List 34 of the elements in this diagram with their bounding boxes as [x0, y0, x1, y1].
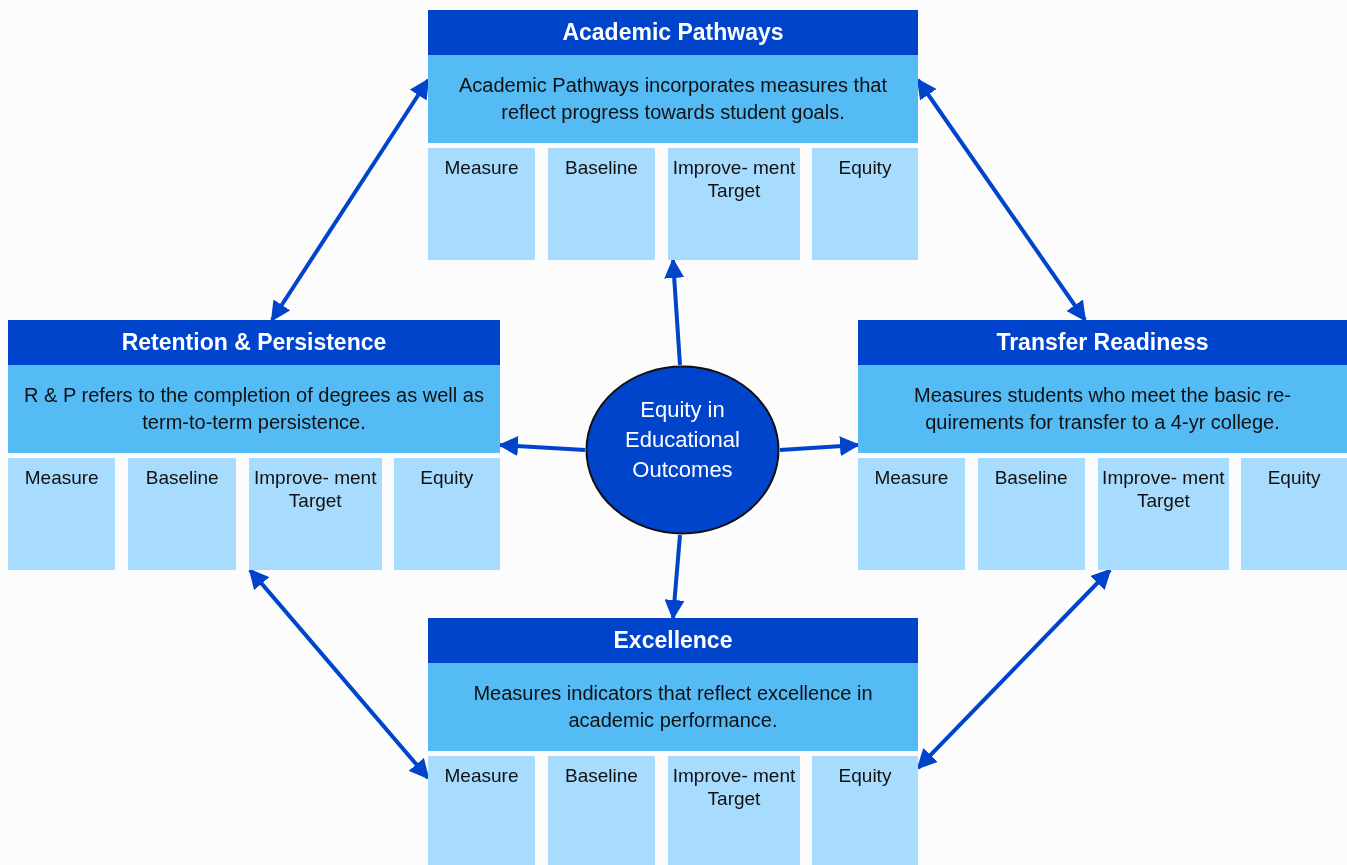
category-panel	[8, 320, 500, 570]
double-headed-arrow	[248, 568, 430, 780]
panel-description: Academic Pathways incorporates measures that reflect progress towards student goals.	[428, 55, 918, 143]
table-cell: Measure	[428, 756, 535, 865]
table-cell: Equity	[1241, 458, 1347, 570]
table-cell: Improve- ment Target	[248, 458, 382, 570]
table-cell: Measure	[8, 458, 116, 570]
table-cell: Improve- ment Target	[668, 756, 800, 865]
table-cell: Equity	[812, 756, 918, 865]
category-panel	[428, 618, 918, 865]
category-panel	[428, 10, 918, 260]
arrow	[664, 258, 685, 366]
table-cell: Improve- ment Target	[668, 148, 800, 260]
panel-heading: Retention & Persistence	[8, 320, 500, 365]
panel-heading: Transfer Readiness	[858, 320, 1347, 365]
category-panel	[858, 320, 1347, 570]
arrow	[779, 436, 860, 457]
table-cell: Baseline	[548, 148, 655, 260]
double-headed-arrow	[270, 78, 430, 322]
table-cell: Measure	[858, 458, 965, 570]
table-cell: Equity	[812, 148, 918, 260]
table-cell: Baseline	[977, 458, 1085, 570]
panel-heading: Academic Pathways	[428, 10, 918, 55]
table-cell: Improve- ment Target	[1097, 458, 1230, 570]
table-cell: Equity	[393, 458, 500, 570]
center-circle: Equity in Educational Outcomes	[585, 365, 780, 535]
panel-heading: Excellence	[428, 618, 918, 663]
panel-description: Measures indicators that reflect excellence in academic performance.	[428, 663, 918, 751]
table-cell: Measure	[428, 148, 535, 260]
panel-description: R & P refers to the completion of degrees as well as term-to-term persistence.	[8, 365, 500, 453]
arrow	[664, 534, 685, 620]
panel-description: Measures students who meet the basic re- quirements for transfer to a 4-yr college.	[858, 365, 1347, 453]
table-cell: Baseline	[128, 458, 236, 570]
table-cell: Baseline	[548, 756, 655, 865]
